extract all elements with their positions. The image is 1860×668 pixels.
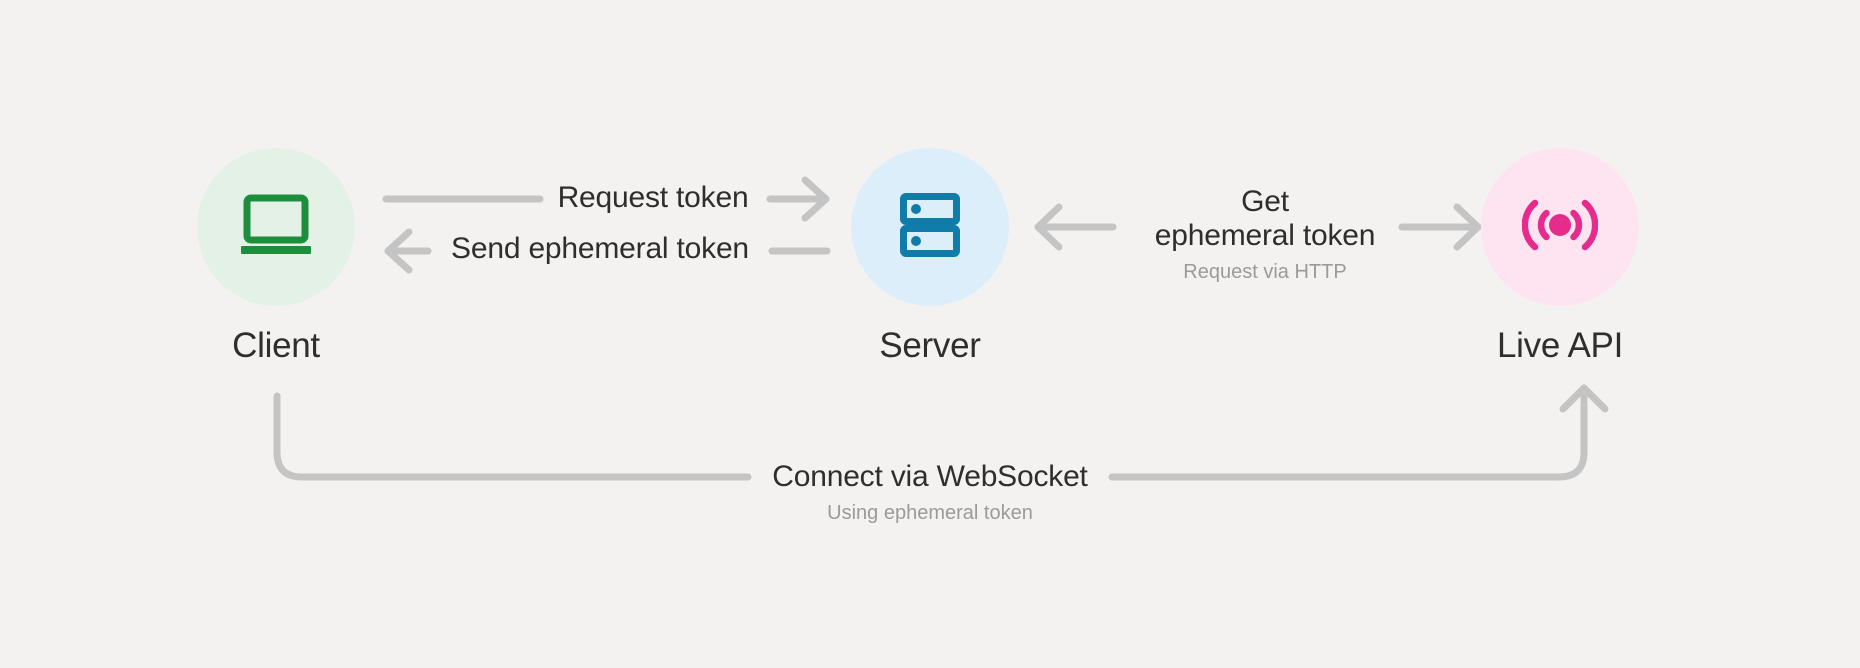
edge-label-get-ephemeral-token: Get ephemeral token Request via HTTP	[1154, 185, 1376, 284]
edge-connect-via-websocket-subtitle: Using ephemeral token	[827, 501, 1033, 524]
edge-connect-via-websocket-title: Connect via WebSocket	[772, 460, 1088, 493]
edge-label-request-token: Request token	[543, 181, 763, 215]
server-rack-icon	[900, 192, 960, 262]
node-server-label: Server	[879, 326, 981, 365]
node-client[interactable]: Client	[146, 148, 406, 363]
node-client-circle	[197, 148, 355, 306]
edge-label-send-ephemeral-token: Send ephemeral token	[435, 232, 765, 266]
edge-get-ephemeral-token-title-line1: Get	[1241, 185, 1289, 218]
laptop-icon	[239, 194, 313, 261]
broadcast-signal-icon	[1521, 197, 1599, 258]
node-live-api[interactable]: Live API	[1430, 148, 1690, 363]
node-client-label: Client	[232, 326, 320, 365]
node-server-circle	[851, 148, 1009, 306]
edge-label-connect-via-websocket: Connect via WebSocket Using ephemeral to…	[755, 460, 1105, 525]
edge-get-ephemeral-token-title-line2: ephemeral token	[1154, 218, 1376, 252]
edge-request-token-title: Request token	[557, 181, 749, 214]
node-live-api-circle	[1481, 148, 1639, 306]
edge-get-ephemeral-token-subtitle: Request via HTTP	[1183, 260, 1347, 283]
node-live-api-label: Live API	[1496, 326, 1623, 365]
node-server[interactable]: Server	[800, 148, 1060, 363]
edge-send-ephemeral-token-title: Send ephemeral token	[451, 232, 749, 265]
